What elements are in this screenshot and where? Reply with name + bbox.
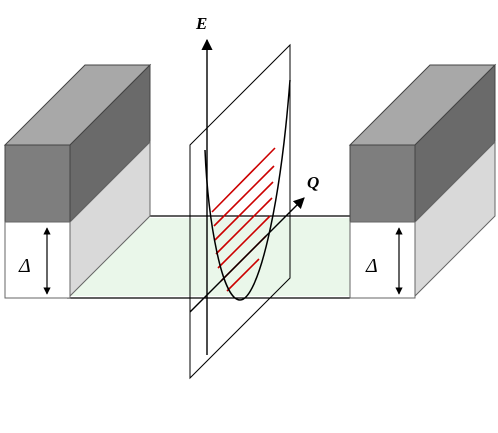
channel-top-face	[67, 218, 350, 296]
right-gap-label: Δ	[365, 255, 378, 277]
right-block-upper-front	[349, 144, 416, 223]
momentum-axis	[189, 197, 305, 313]
right-block: Δ	[348, 63, 497, 299]
energy-axis-label: E	[195, 14, 207, 33]
dispersion-plane	[189, 43, 291, 380]
hatch-line-4	[215, 197, 273, 255]
left-block-lower-front	[4, 221, 71, 299]
dispersion-curve	[204, 79, 291, 301]
left-block: Δ	[3, 63, 152, 299]
momentum-axis-label: Q	[307, 173, 319, 192]
channel	[67, 215, 350, 299]
hatch-line-7	[226, 258, 260, 292]
hatch-line-3	[214, 181, 274, 241]
right-block-lower-side	[414, 140, 496, 298]
hatch-line-1	[211, 147, 276, 213]
hatch-line-5	[217, 215, 271, 269]
left-block-lower-side	[69, 140, 151, 298]
hatch-line-2	[213, 165, 275, 227]
left-gap-label: Δ	[18, 255, 31, 277]
right-block-lower-front	[349, 221, 416, 299]
left-block-upper-front	[4, 144, 71, 223]
